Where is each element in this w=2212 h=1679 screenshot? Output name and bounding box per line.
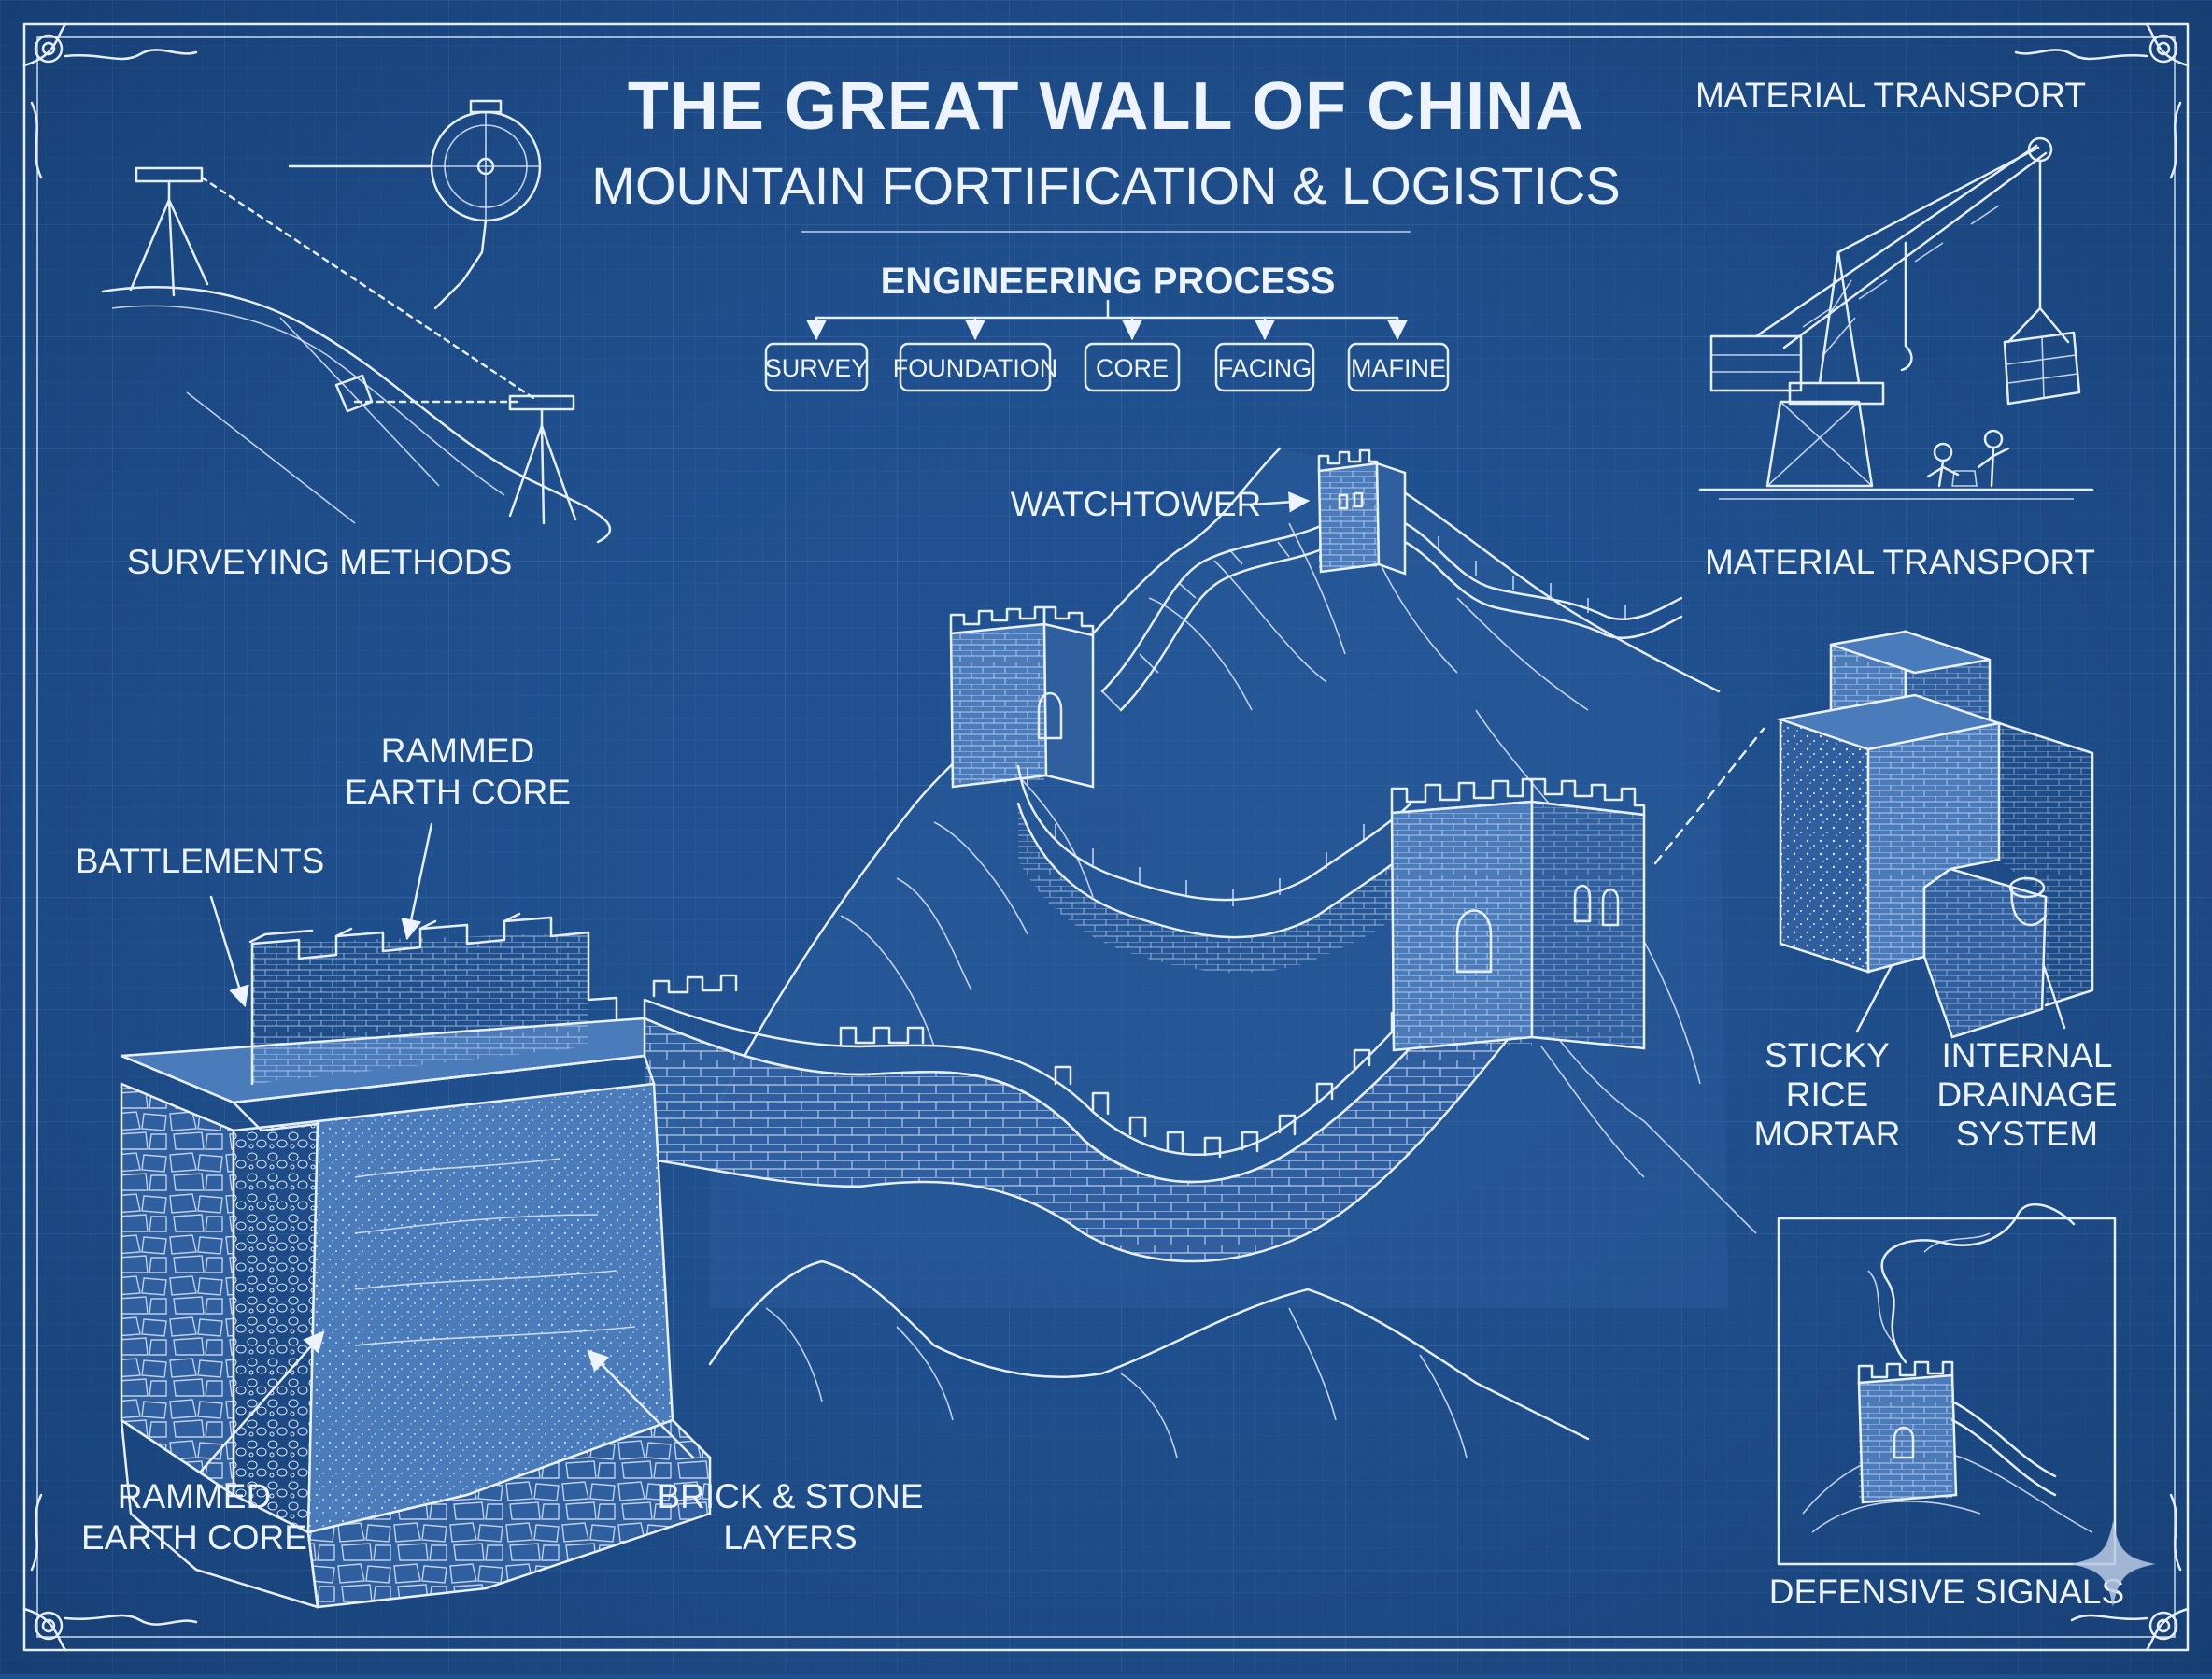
label-rammed-earth-core-bottom-line2: EARTH CORE [81,1518,307,1557]
label-internal-drainage-line2: DRAINAGE [1936,1075,2117,1114]
watchtower-arrow [1250,491,1311,513]
ornate-frame [22,22,2190,1652]
process-step-label: CORE [1096,354,1169,382]
watchtower-top [1317,448,1407,576]
label-rammed-earth-core-top-line1: RAMMED [381,732,534,770]
page-subtitle: MOUNTAIN FORTIFICATION & LOGISTICS [591,156,1620,215]
watchtower-middle [949,605,1095,789]
distant-wall-with-watchtower: WATCHTOWER [1011,448,1683,712]
process-step-foundation: FOUNDATION [893,342,1058,392]
page-title: THE GREAT WALL OF CHINA [628,69,1584,144]
process-step-survey: SURVEY [765,342,869,392]
theodolite-tripod-right [508,394,577,525]
theodolite-tripod-left [129,166,209,297]
process-step-label: FACING [1218,354,1312,382]
label-rammed-earth-core-bottom-line1: RAMMED [118,1477,271,1515]
process-step-facing: FACING [1214,342,1315,392]
measuring-wheel [288,99,542,310]
label-brick-stone-layers-line2: LAYERS [723,1518,857,1557]
surveying-illustration: SURVEYING METHODS [101,99,612,581]
watchtower-large [1390,777,1646,1052]
label-battlements: BATTLEMENTS [76,842,325,880]
label-sticky-rice-mortar-line1: STICKY [1765,1036,1890,1074]
label-brick-stone-layers-line1: BRICK & STONE [657,1477,923,1515]
label-sticky-rice-mortar-line3: MORTAR [1754,1115,1901,1153]
process-step-mafine: MAFINE [1347,342,1450,392]
process-connectors [805,299,1409,341]
label-internal-drainage-line1: INTERNAL [1942,1036,2113,1074]
label-watchtower: WATCHTOWER [1011,485,1262,523]
wall-cross-section [120,912,712,1609]
sparkle-icon [2070,1521,2156,1607]
process-step-label: MAFINE [1351,354,1446,382]
process-step-core: CORE [1084,342,1181,392]
label-surveying-methods: SURVEYING METHODS [127,543,513,581]
defensive-signals-panel: DEFENSIVE SIGNALS [1769,1202,2124,1611]
label-defensive-signals: DEFENSIVE SIGNALS [1769,1572,2124,1611]
label-sticky-rice-mortar-line2: RICE [1786,1075,1868,1114]
label-material-transport: MATERIAL TRANSPORT [1705,543,2095,581]
material-transport-illustration: MATERIAL TRANSPORT [1695,76,2095,581]
process-step-label: SURVEY [765,354,869,382]
label-rammed-earth-core-top-line2: EARTH CORE [345,773,571,811]
masonry-detail: STICKY RICE MORTAR INTERNAL DRAINAGE SYS… [1754,630,2118,1153]
engineering-process: ENGINEERING PROCESS SURVEY FOUNDATION CO… [765,261,1450,392]
label-material-transport-top: MATERIAL TRANSPORT [1695,76,2086,114]
workers [1926,429,2010,488]
label-internal-drainage-line3: SYSTEM [1956,1115,2098,1153]
process-step-label: FOUNDATION [893,354,1058,382]
process-heading: ENGINEERING PROCESS [881,261,1336,302]
